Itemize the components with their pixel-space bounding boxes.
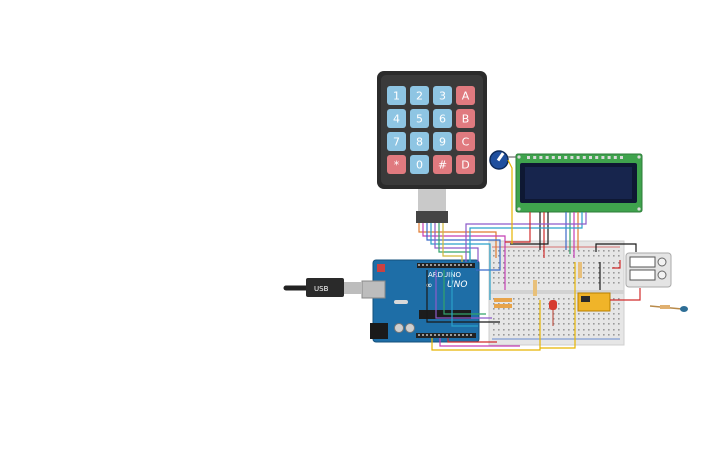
keypad-key-label: 9 [439,136,446,149]
keypad-key-label: 5 [416,113,423,126]
potentiometer[interactable] [489,150,518,170]
keypad-key-label: * [394,159,400,172]
relay [577,292,611,312]
keypad-key-label: 4 [393,113,400,126]
keypad-key-label: A [462,90,470,103]
keypad-key-label: 6 [439,113,446,126]
keypad-key-label: 0 [416,159,423,172]
resistors [494,262,582,308]
keypad-key-label: D [461,159,469,172]
keypad-key-label: # [438,159,447,172]
relay-module[interactable] [625,252,672,288]
keypad-key-4[interactable]: 4 [387,109,406,128]
keypad-key-b[interactable]: B [456,109,475,128]
lcd-screen [525,167,632,199]
keypad-key-star[interactable]: * [387,155,406,174]
keypad-key-label: 1 [393,90,400,103]
keypad-key-label: B [462,113,470,126]
keypad-key-label: C [462,136,470,149]
keypad-key-a[interactable]: A [456,86,475,105]
keypad-key-6[interactable]: 6 [433,109,452,128]
keypad-key-label: 7 [393,136,400,149]
arduino-label: UNO [447,280,467,290]
keypad-key-0[interactable]: 0 [410,155,429,174]
arduino-board[interactable]: ∞ UNO ARDUINO [361,259,480,343]
jumper-wires [418,159,641,351]
usb-cable: USB [283,278,362,297]
keypad-key-label: 3 [439,90,446,103]
keypad-key-label: 8 [416,136,423,149]
lcd-display[interactable] [515,153,643,213]
keypad-key-hash[interactable]: # [433,155,452,174]
keypad-key-5[interactable]: 5 [410,109,429,128]
keypad-keys: 1 2 3 A 4 5 6 B 7 8 9 C * 0 # D [387,86,475,174]
arduino-pins [418,264,472,336]
keypad-key-1[interactable]: 1 [387,86,406,105]
keypad-key-d[interactable]: D [456,155,475,174]
usb-label: USB [314,285,329,293]
keypad[interactable]: 1 2 3 A 4 5 6 B 7 8 9 C * 0 # D [377,71,487,223]
keypad-key-9[interactable]: 9 [433,132,452,151]
keypad-ribbon [416,189,448,223]
keypad-key-label: 2 [416,90,423,103]
arduino-logo: ∞ [425,281,433,291]
keypad-key-3[interactable]: 3 [433,86,452,105]
keypad-key-7[interactable]: 7 [387,132,406,151]
arduino-brand: ARDUINO [428,271,461,279]
buzzer-probe [649,305,688,312]
lcd-pin-header [527,156,623,159]
keypad-key-2[interactable]: 2 [410,86,429,105]
keypad-key-8[interactable]: 8 [410,132,429,151]
led [549,300,557,326]
keypad-key-c[interactable]: C [456,132,475,151]
